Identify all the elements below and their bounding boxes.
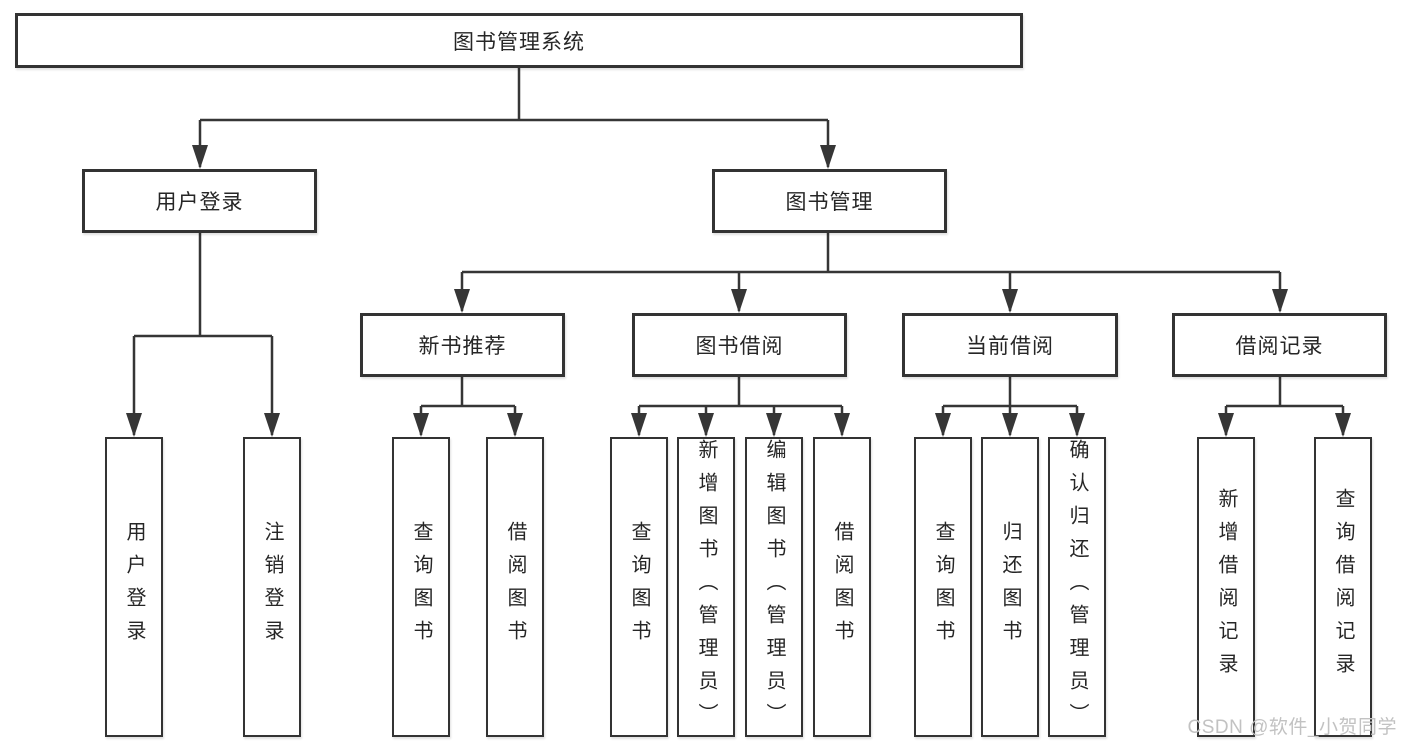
leaf-user-login: 用户登录 <box>105 437 163 737</box>
leaf-add-book-admin: 新增图书（管理员） <box>677 437 735 737</box>
leaf-search-borrow-record: 查询借阅记录 <box>1314 437 1372 737</box>
leaf-logout-label: 注销登录 <box>261 521 283 653</box>
node-book-borrowing: 图书借阅 <box>632 313 847 377</box>
node-current-borrowing: 当前借阅 <box>902 313 1118 377</box>
leaf-search-books-2: 查询图书 <box>610 437 668 737</box>
leaf-search-books-3: 查询图书 <box>914 437 972 737</box>
leaf-add-borrow-record: 新增借阅记录 <box>1197 437 1255 737</box>
leaf-search-borrow-record-label: 查询借阅记录 <box>1332 488 1354 686</box>
leaf-search-books-1-label: 查询图书 <box>410 521 432 653</box>
leaf-add-borrow-record-label: 新增借阅记录 <box>1215 488 1237 686</box>
leaf-borrow-books-1: 借阅图书 <box>486 437 544 737</box>
leaf-borrow-books-1-label: 借阅图书 <box>504 521 526 653</box>
node-user-login-branch: 用户登录 <box>82 169 317 233</box>
leaf-confirm-return-admin-label: 确认归还（管理员） <box>1066 438 1088 736</box>
leaf-search-books-1: 查询图书 <box>392 437 450 737</box>
leaf-edit-book-admin-label: 编辑图书（管理员） <box>763 438 785 736</box>
node-new-book-recommend: 新书推荐 <box>360 313 565 377</box>
node-borrowing-records: 借阅记录 <box>1172 313 1387 377</box>
leaf-edit-book-admin: 编辑图书（管理员） <box>745 437 803 737</box>
leaf-search-books-2-label: 查询图书 <box>628 521 650 653</box>
leaf-logout: 注销登录 <box>243 437 301 737</box>
leaf-borrow-books-2-label: 借阅图书 <box>831 521 853 653</box>
leaf-search-books-3-label: 查询图书 <box>932 521 954 653</box>
leaf-add-book-admin-label: 新增图书（管理员） <box>695 438 717 736</box>
node-book-management: 图书管理 <box>712 169 947 233</box>
leaf-return-books: 归还图书 <box>981 437 1039 737</box>
leaf-confirm-return-admin: 确认归还（管理员） <box>1048 437 1106 737</box>
arrowheads <box>126 145 1351 437</box>
watermark-text: CSDN @软件_小贺同学 <box>1187 717 1397 738</box>
leaf-user-login-label: 用户登录 <box>123 521 145 653</box>
leaf-borrow-books-2: 借阅图书 <box>813 437 871 737</box>
node-library-system: 图书管理系统 <box>15 13 1023 68</box>
leaf-return-books-label: 归还图书 <box>999 521 1021 653</box>
